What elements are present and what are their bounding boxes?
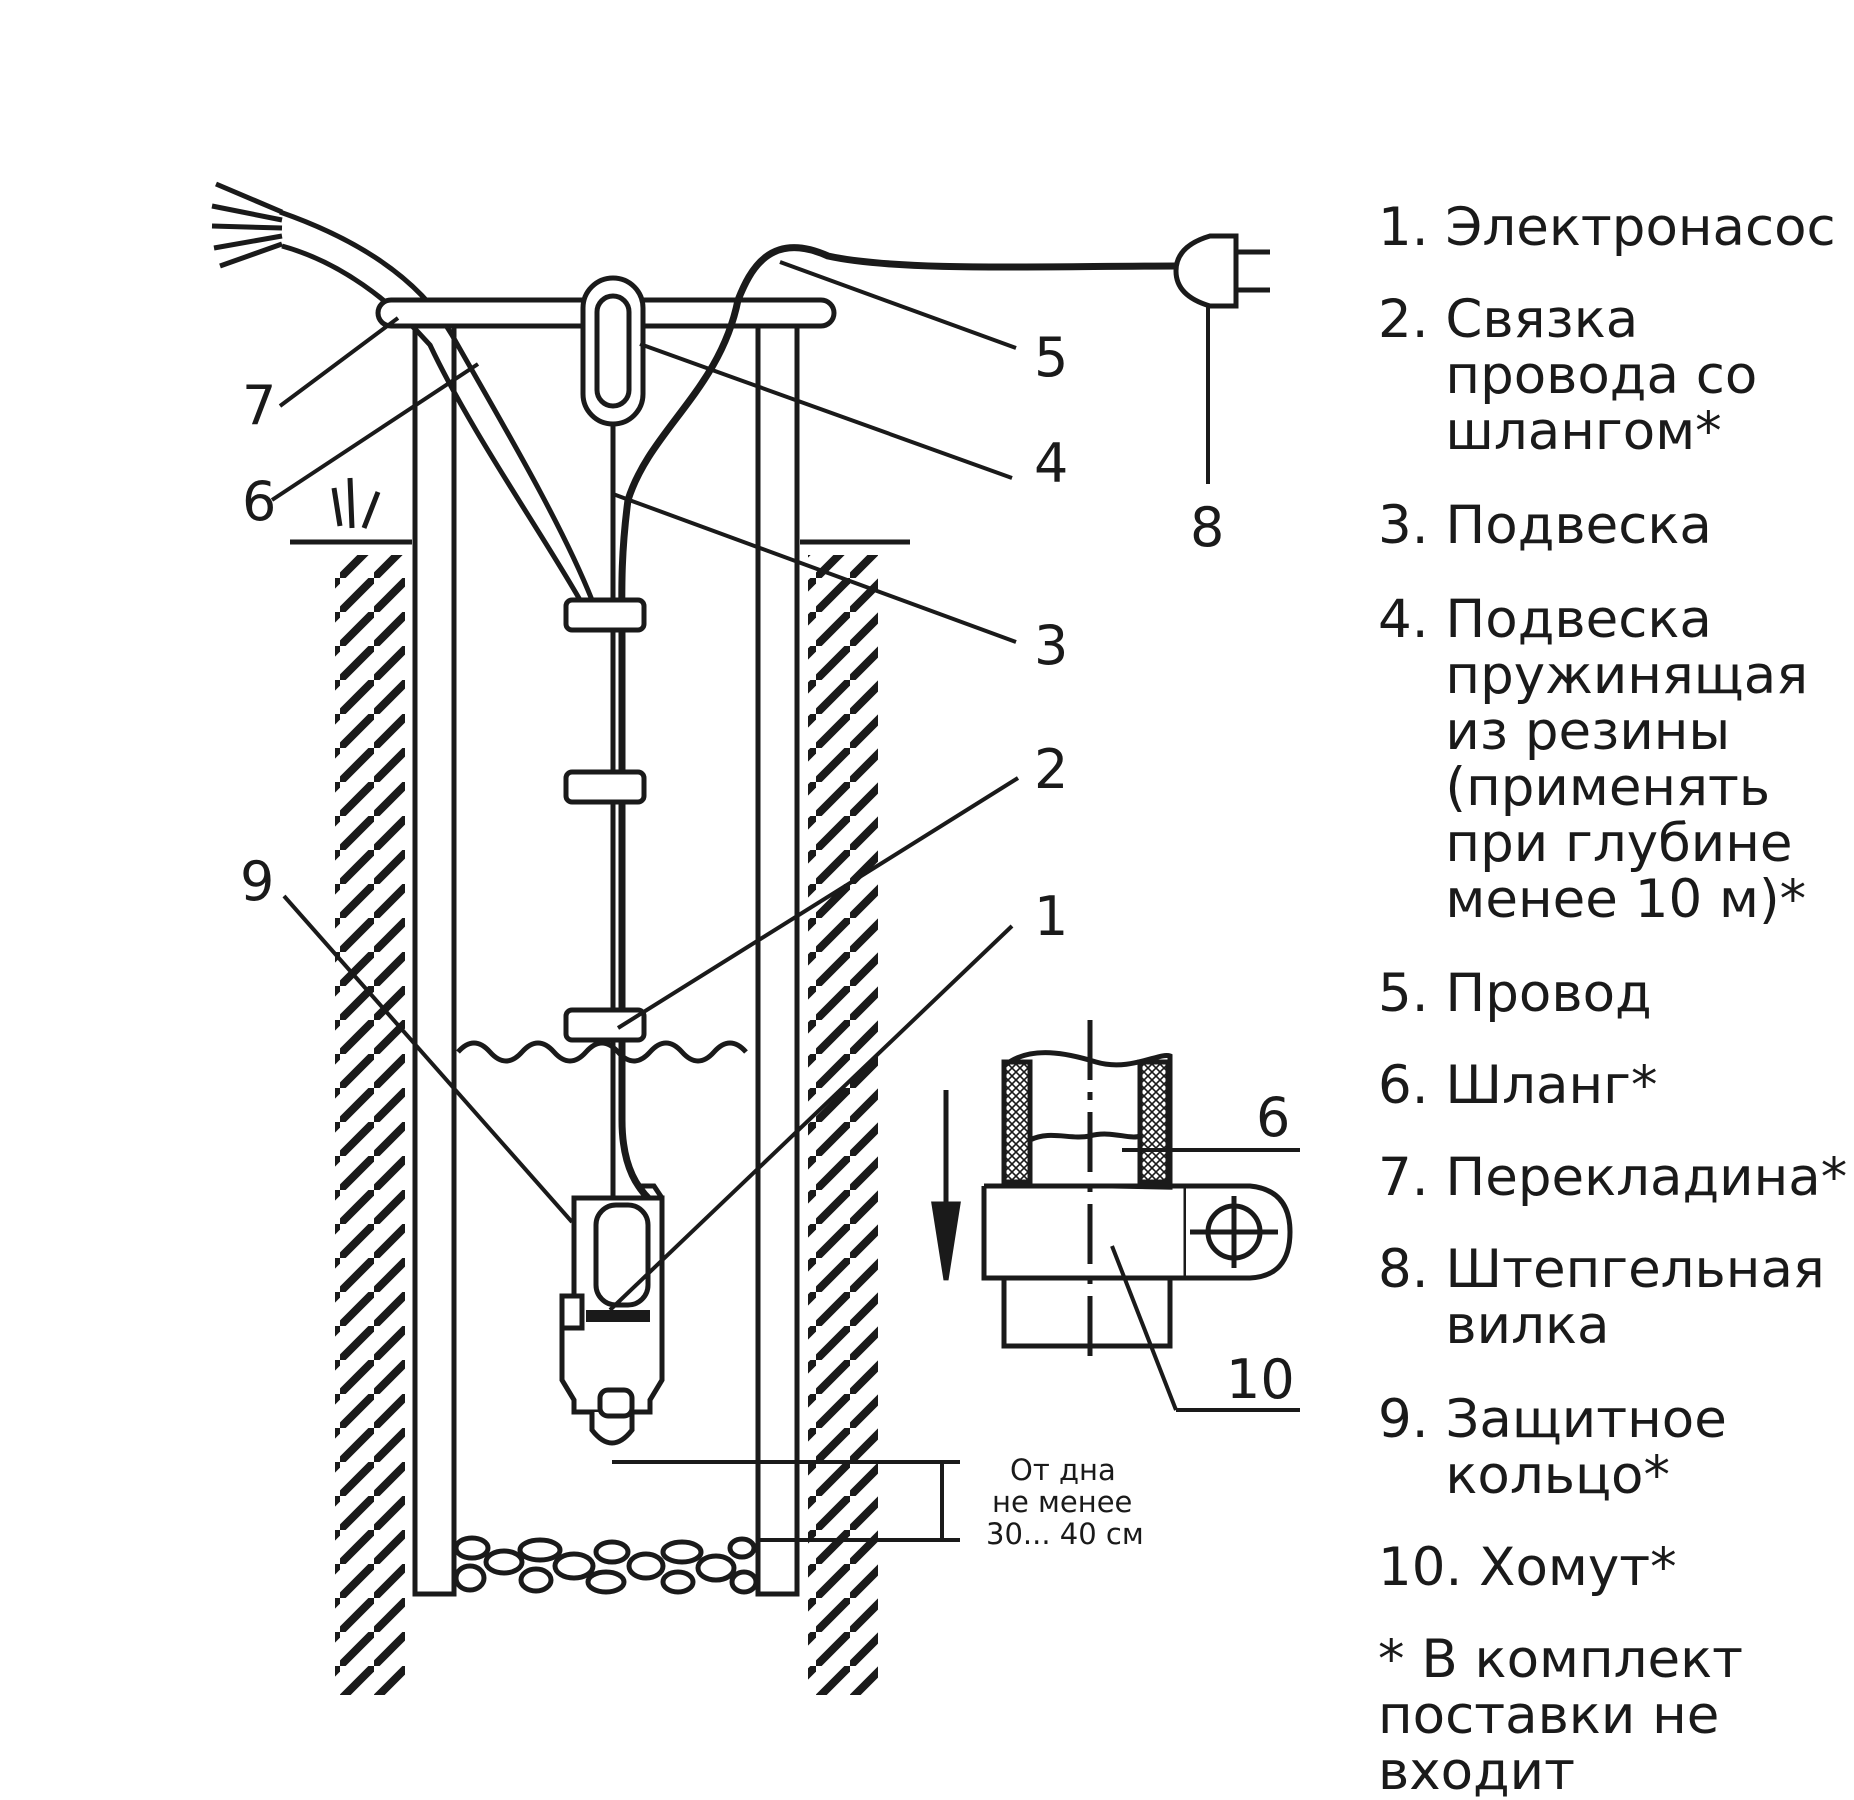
legend-text: Хомут* [1479, 1537, 1677, 1598]
legend-item-9: 9. Защитное кольцо* [1378, 1392, 1854, 1504]
callout-5: 5 [1034, 326, 1068, 389]
callout-8: 8 [1190, 496, 1224, 559]
legend-num: 2. [1378, 289, 1446, 350]
legend-text: Защитное кольцо* [1445, 1389, 1727, 1506]
legend-num: 8. [1378, 1239, 1446, 1300]
legend-num: 4. [1378, 589, 1446, 650]
callout-6: 6 [242, 470, 276, 533]
legend-num: 6. [1378, 1055, 1446, 1116]
gravel [453, 1535, 759, 1595]
callout-9: 9 [240, 850, 274, 913]
water-surface [456, 1040, 748, 1064]
legend-text: Подвеска [1445, 495, 1712, 556]
callout-1: 1 [1034, 885, 1068, 948]
callout-4: 4 [1034, 432, 1068, 495]
note-line-2: не менее [992, 1485, 1132, 1519]
legend-num: 1. [1378, 197, 1446, 258]
legend-text: Подвеска пружинящая из резины (применять… [1445, 589, 1809, 930]
detail-callout-6: 6 [1256, 1086, 1290, 1149]
plug [1173, 233, 1270, 309]
legend: 1. Электронасос 2. Связка провода со шла… [1378, 200, 1854, 1800]
legend-item-4: 4. Подвеска пружинящая из резины (примен… [1378, 592, 1854, 928]
wire-hose-ties [563, 597, 647, 1043]
legend-item-2: 2. Связка провода со шлангом* [1378, 292, 1854, 460]
legend-item-6: 6. Шланг* [1378, 1058, 1854, 1114]
note-line-3: 30... 40 см [986, 1517, 1144, 1551]
legend-num: 5. [1378, 963, 1446, 1024]
bottom-distance-note: От дна не менее 30... 40 см [986, 1453, 1144, 1551]
callout-3: 3 [1034, 614, 1068, 677]
note-line-1: От дна [1010, 1453, 1116, 1487]
legend-item-1: 1. Электронасос [1378, 200, 1854, 256]
legend-num: 3. [1378, 495, 1446, 556]
legend-text: Штепгельная вилка [1445, 1239, 1825, 1356]
callout-2: 2 [1034, 738, 1068, 801]
legend-text: Электронасос [1445, 197, 1836, 258]
ground [290, 477, 910, 1695]
well-casing [412, 319, 800, 1597]
well-pump-installation-diagram: 1 2 3 4 5 6 7 8 9 6 10 От дна не менее 3… [211, 181, 1300, 1695]
legend-item-3: 3. Подвеска [1378, 498, 1854, 554]
legend-num: 10. [1378, 1537, 1480, 1598]
legend-item-7: 7. Перекладина* [1378, 1150, 1854, 1206]
electropump [559, 1183, 665, 1446]
power-wire [618, 244, 1179, 1203]
legend-text: Перекладина* [1445, 1147, 1848, 1208]
bottom-distance-dimension [612, 1460, 960, 1542]
legend-text: Провод [1445, 963, 1652, 1024]
legend-item-10: 10. Хомут* [1378, 1540, 1854, 1596]
spring-hanger [580, 275, 646, 427]
legend-num: 7. [1378, 1147, 1446, 1208]
callouts: 1 2 3 4 5 6 7 8 9 6 10 [240, 326, 1295, 1411]
callout-7: 7 [242, 374, 276, 437]
legend-footnote: * В комплект поставки не входит [1378, 1632, 1743, 1800]
legend-item-8: 8. Штепгельная вилка [1378, 1242, 1854, 1354]
legend-text: Шланг* [1445, 1055, 1658, 1116]
legend-num: 9. [1378, 1389, 1446, 1450]
hose [211, 181, 595, 602]
legend-item-5: 5. Провод [1378, 966, 1854, 1022]
legend-text: Связка провода со шлангом* [1445, 289, 1758, 462]
detail-callout-10: 10 [1226, 1348, 1295, 1411]
leader-lines [270, 260, 1300, 1412]
clamp-detail [931, 1020, 1293, 1360]
